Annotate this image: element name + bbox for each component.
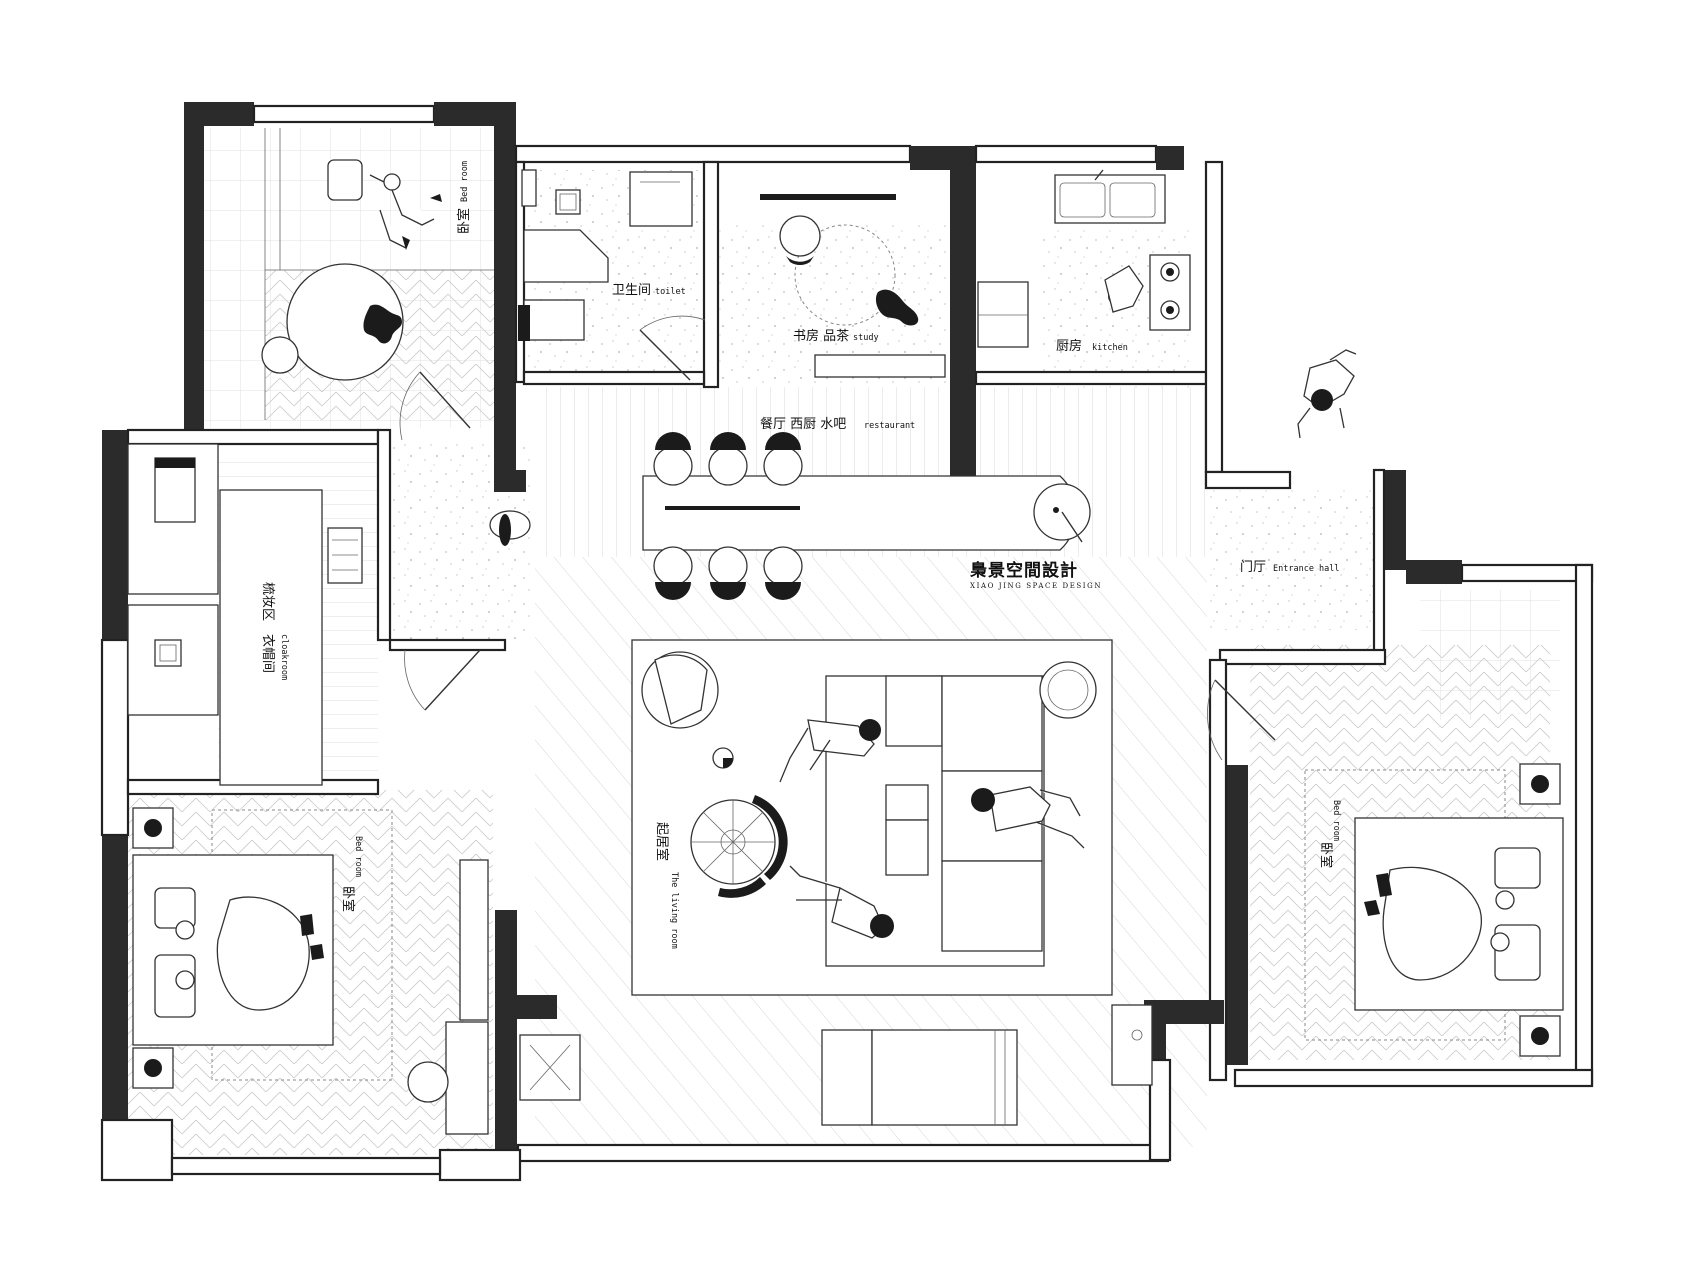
chair-row-top [653,432,803,486]
study-cn: 书房 品茶 [793,328,849,344]
nightstand-icon [1519,1015,1561,1057]
walls [100,102,1594,1182]
person-icon [1297,349,1357,439]
entrance-en: Entrance hall [1273,564,1340,574]
person-icon [875,289,919,326]
toilet-fixtures [518,169,693,341]
bedroom-left-en: Bed room [353,836,363,877]
nightstand-icon [132,1047,174,1089]
bedroom-left-furniture [132,807,489,1135]
toilet-cn: 卫生间 [612,283,651,298]
person-icon [363,304,402,344]
study-furniture [760,194,946,378]
round-table-icon [690,795,788,898]
bedroom-right-cn: 卧室 [1318,842,1334,868]
room-label-living: 起居室 The living room [654,822,679,949]
person-icon [779,719,881,783]
bedroom-top-furniture [261,128,494,420]
room-label-study: 书房 品茶 study [793,328,879,344]
brand-logo: 梟景空間設計 XIAO JING SPACE DESIGN [969,560,1102,590]
room-label-cloakroom: 梳妆区 衣帽间 cloakroom [260,582,289,680]
room-label-toilet: 卫生间 toilet [612,283,686,298]
doors [399,315,1276,761]
chair-row-bottom [653,546,803,600]
cloakroom-cn-a: 梳妆区 [260,582,275,621]
armchair-icon [641,651,719,729]
chair-icon [779,215,821,266]
room-label-kitchen: 厨房 kitchen [1056,338,1128,354]
kitchen-cn: 厨房 [1056,338,1082,354]
brand-name: 梟景空間設計 [969,560,1078,581]
room-label-entrance: 门厅 Entrance hall [1240,560,1340,575]
room-label-restaurant: 餐厅 西厨 水吧 restaurant [760,416,915,432]
restaurant-cn: 餐厅 西厨 水吧 [760,416,846,432]
nightstand-icon [1519,763,1561,805]
nightstand-icon [132,807,174,849]
bedroom-right-furniture [1304,763,1564,1057]
entrance-cn: 门厅 [1240,560,1266,575]
kitchen-en: kitchen [1092,343,1128,353]
bedroom-left-cn: 卧室 [340,886,356,912]
study-en: study [853,333,879,343]
living-cn: 起居室 [654,822,670,861]
dining-furniture [489,432,1091,600]
bedroom-right-en: Bed room [1331,800,1341,841]
cloakroom-cn-b: 衣帽间 [260,634,276,673]
toilet-en: toilet [655,287,686,297]
brand-subtitle: XIAO JING SPACE DESIGN [970,582,1102,590]
person-icon [327,159,442,250]
living-furniture [519,639,1153,1126]
room-label-bedroom-right: 卧室 Bed room [1318,800,1341,868]
cloakroom-furniture [127,443,363,786]
living-en: The living room [669,872,679,949]
person-icon [789,865,894,939]
restaurant-en: restaurant [864,421,915,431]
cloakroom-en: cloakroom [279,634,289,680]
kitchen-fixtures [977,169,1357,439]
room-label-bedroom-top: 卧室 Bed room [456,161,472,234]
bedroom-top-cn: 卧室 [456,208,472,234]
room-label-bedroom-left: 卧室 Bed room [340,836,363,912]
person-icon [1104,265,1144,313]
person-icon [971,786,1085,849]
bedroom-top-en: Bed room [460,161,470,202]
